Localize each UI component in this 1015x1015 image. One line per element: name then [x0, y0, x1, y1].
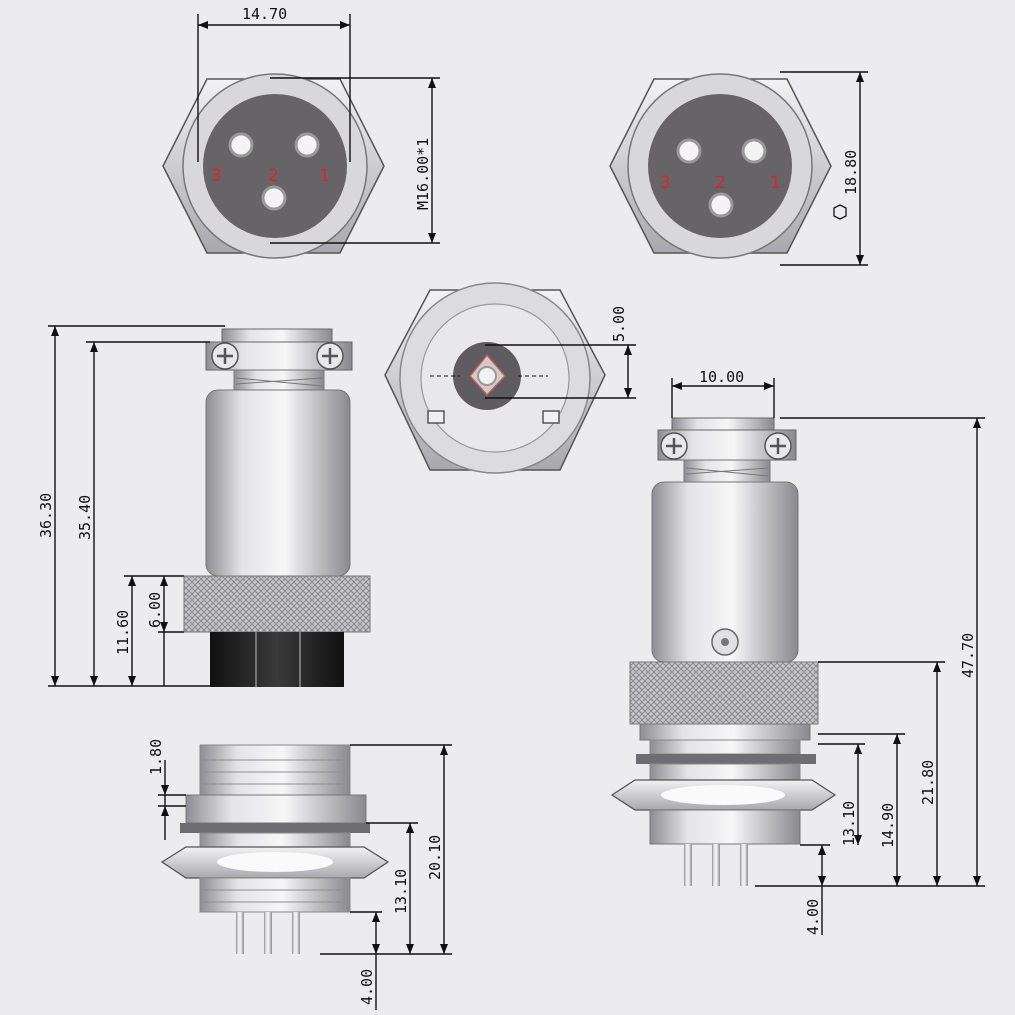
hex-icon — [833, 204, 847, 220]
pin-hole — [294, 132, 320, 158]
dim-socket-flange: 1.80 — [147, 739, 165, 775]
dim-pin-offset: 5.00 — [610, 306, 628, 342]
panel-connector-side-view: 10.00 47.70 21.80 14.90 13.10 4.00 — [610, 368, 985, 935]
pin-hole — [708, 192, 734, 218]
pin-hole — [676, 138, 702, 164]
rear-view: 5.00 — [384, 282, 636, 474]
dim-left-body: 35.40 — [76, 495, 94, 540]
dim-right-width: 10.00 — [699, 368, 744, 386]
pin-hole — [261, 185, 287, 211]
pin-label-2: 2 — [715, 173, 726, 193]
dim-hex: 18.80 — [842, 150, 860, 195]
pin-label-1: 1 — [770, 173, 781, 193]
dim-right-pin: 4.00 — [804, 899, 822, 935]
dim-left-knurl: 6.00 — [146, 592, 164, 628]
dim-left-knurl-end: 11.60 — [114, 610, 132, 655]
dim-top-width: 14.70 — [242, 5, 287, 23]
dim-right-flange-end: 14.90 — [879, 803, 897, 848]
plug-side-view: 36.30 35.40 11.60 6.00 — [37, 325, 371, 687]
dim-right-total: 47.70 — [959, 633, 977, 678]
dim-socket-total: 20.10 — [426, 835, 444, 880]
dim-thread: M16.00*1 — [414, 138, 432, 210]
pin-label-1: 1 — [319, 166, 330, 186]
connector-face — [203, 94, 347, 238]
front-view-right: 3 2 1 18.80 — [609, 71, 868, 266]
pin-label-3: 3 — [660, 173, 671, 193]
pin-label-2: 2 — [268, 166, 279, 186]
dim-left-total: 36.30 — [37, 493, 55, 538]
pin-hole — [741, 138, 767, 164]
connector-face — [648, 94, 792, 238]
pin-hole — [228, 132, 254, 158]
pin-label-3: 3 — [211, 166, 222, 186]
front-view-left: 3 2 1 14.70 M16.00*1 — [162, 5, 440, 259]
dim-socket-pin: 4.00 — [358, 969, 376, 1005]
dim-socket-body: 13.10 — [392, 869, 410, 914]
socket-side-view: 1.80 20.10 13.10 4.00 — [147, 739, 452, 1010]
dim-right-socket: 13.10 — [840, 801, 858, 846]
dim-right-knurl-end: 21.80 — [919, 760, 937, 805]
